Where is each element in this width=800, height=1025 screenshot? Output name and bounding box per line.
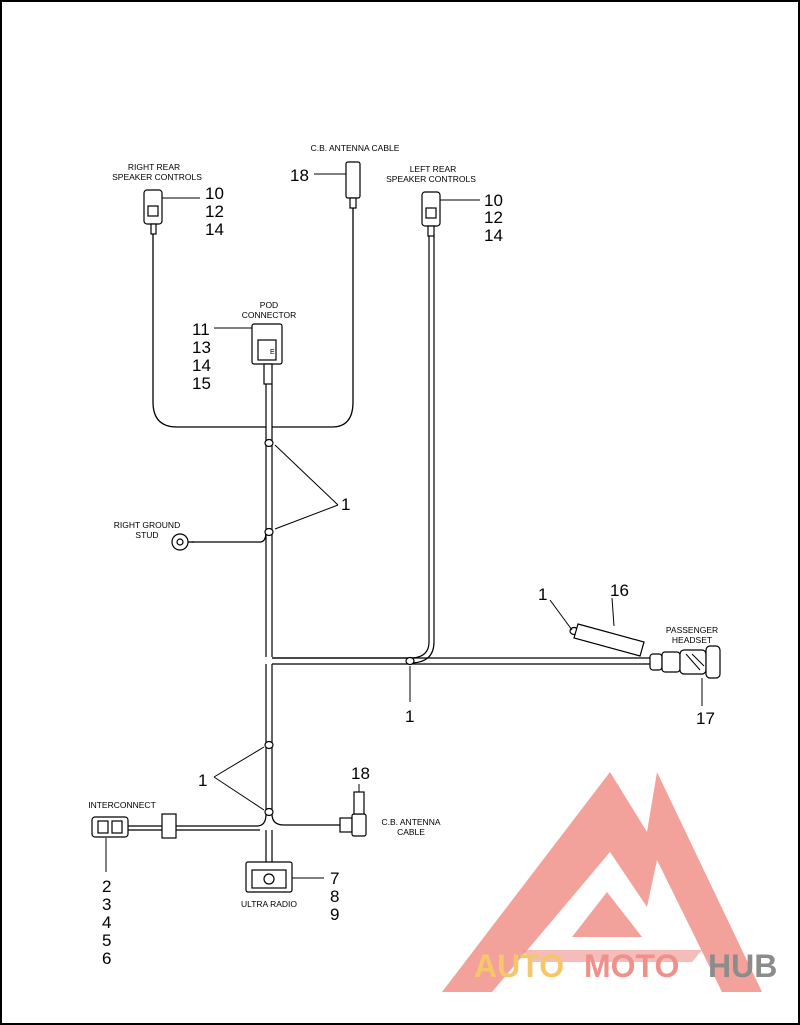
callout-radio-1: 7: [330, 869, 339, 888]
ground-label-1: RIGHT GROUND: [114, 520, 180, 530]
ground-stud-eyelet: [171, 533, 194, 551]
pod-label-2: CONNECTOR: [242, 310, 297, 320]
ground-label-2: STUD: [135, 530, 158, 540]
leader-lines: [105, 173, 703, 879]
callout-pod-3: 14: [192, 356, 211, 375]
passenger-label-1: PASSENGER: [666, 625, 718, 635]
right-rear-connector: [143, 189, 163, 235]
callout-ic-5: 6: [102, 949, 111, 968]
callout-16: 16: [610, 581, 629, 600]
cb-antenna-bottom-label-1: C.B. ANTENNA: [381, 817, 440, 827]
callout-lr-3: 14: [484, 226, 503, 245]
cb-antenna-bottom-wire: [271, 813, 342, 826]
cb-antenna-bottom-connector: [339, 791, 367, 837]
callout-clip-lower: 1: [198, 771, 207, 790]
component-labels: RIGHT REAR SPEAKER CONTROLS C.B. ANTENNA…: [88, 143, 718, 909]
watermark-auto: AUTO: [474, 948, 564, 984]
ground-wire: [192, 531, 267, 543]
callout-lr-2: 12: [484, 208, 503, 227]
pod-label-1: POD: [260, 300, 278, 310]
svg-text:E: E: [270, 349, 275, 356]
pod-connector: E: [251, 323, 283, 385]
callout-numbers: 10 12 14 18 10 12 14 11 13 14 15 1 1 16 …: [102, 166, 715, 968]
watermark-moto: MOTO: [584, 948, 679, 984]
right-rear-label-1: RIGHT REAR: [128, 162, 180, 172]
left-rear-label-1: LEFT REAR: [410, 164, 457, 174]
callout-pod-4: 15: [192, 374, 211, 393]
watermark-text: AUTO MOTO HUB: [474, 948, 777, 984]
callout-rr-1: 10: [205, 184, 224, 203]
cb-antenna-top-wire: [272, 207, 354, 428]
passenger-label-2: HEADSET: [672, 635, 712, 645]
right-rear-wire: [152, 234, 266, 428]
passenger-branch: [272, 657, 650, 665]
watermark-hub: HUB: [708, 948, 777, 984]
interconnect-connector: [91, 813, 177, 839]
clips: [264, 438, 579, 817]
interconnect-label: INTERCONNECT: [88, 800, 156, 810]
callout-clip-pass: 1: [538, 585, 547, 604]
callout-ic-3: 4: [102, 913, 111, 932]
ultra-radio-connector: [245, 861, 293, 893]
left-rear-connector: [421, 191, 441, 237]
cb-antenna-top-label: C.B. ANTENNA CABLE: [311, 143, 400, 153]
callout-radio-3: 9: [330, 905, 339, 924]
watermark-logo: [442, 772, 762, 992]
callout-pod-1: 11: [192, 320, 210, 339]
callout-ic-4: 5: [102, 931, 111, 950]
callout-rr-2: 12: [205, 202, 224, 221]
callout-cb-bottom: 18: [351, 764, 370, 783]
callout-clip-upper: 1: [341, 495, 350, 514]
radio-wire: [265, 830, 273, 862]
callout-cb-top: 18: [290, 166, 309, 185]
callout-rr-3: 14: [205, 220, 224, 239]
callout-17: 17: [696, 709, 715, 728]
ultra-radio-label: ULTRA RADIO: [241, 899, 297, 909]
callout-radio-2: 8: [330, 887, 339, 906]
callout-clip-horizontal: 1: [405, 707, 414, 726]
left-rear-label-2: SPEAKER CONTROLS: [386, 174, 476, 184]
passenger-sleeve: [573, 623, 645, 657]
callout-ic-2: 3: [102, 895, 111, 914]
cb-antenna-top-connector: [345, 161, 361, 209]
callout-pod-2: 13: [192, 338, 211, 357]
cb-antenna-bottom-label-2: CABLE: [397, 827, 425, 837]
callout-ic-1: 2: [102, 877, 111, 896]
main-trunk: [265, 384, 273, 814]
passenger-headset-connector: [649, 645, 721, 679]
right-rear-label-2: SPEAKER CONTROLS: [112, 172, 202, 182]
callout-lr-1: 10: [484, 191, 503, 210]
interconnect-wire: [128, 813, 267, 831]
